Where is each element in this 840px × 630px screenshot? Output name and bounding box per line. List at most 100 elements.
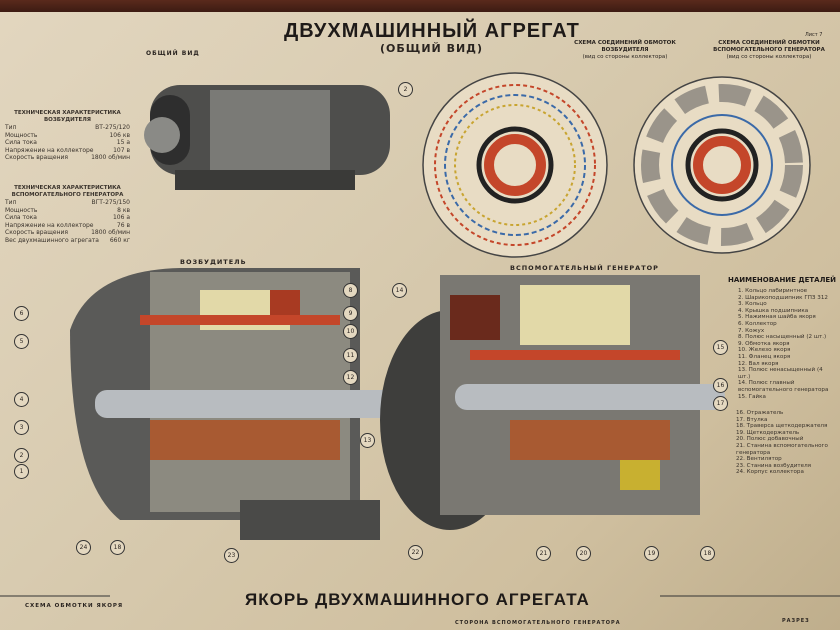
spec-key: Напряжение на коллекторе [5, 221, 94, 229]
parts-list-item: 18. Траверса щеткодержателя [736, 423, 828, 430]
callout-number: 16 [713, 378, 728, 393]
spec-key: Тип [5, 199, 17, 206]
aux-generator-label: ВСПОМОГАТЕЛЬНЫЙ ГЕНЕРАТОР [510, 264, 659, 272]
spec-row: Вес двухмашинного агрегата 660 кг [5, 237, 130, 245]
callout-number: 18 [700, 546, 715, 561]
callout-number: 2 [14, 448, 29, 463]
callout-number: 18 [110, 540, 125, 555]
parts-list-item: 12. Вал якоря [738, 360, 779, 367]
exciter-scheme-title: СХЕМА СОЕДИНЕНИЙ ОБМОТОК ВОЗБУДИТЕЛЯ(вид… [574, 40, 676, 60]
poster-subtitle: (ОБЩИЙ ВИД) [380, 42, 484, 55]
spec-value: 107 в [113, 146, 130, 154]
parts-list-item: 5. Нажимная шайба якоря [738, 314, 816, 321]
poster-frame [0, 0, 840, 13]
callout-number: 13 [360, 433, 375, 448]
callout-number: 22 [408, 545, 423, 560]
spec-row: Тип ВГТ-275/150 [5, 199, 130, 207]
spec-key: Мощность [5, 206, 38, 214]
spec-key: Сила тока [5, 139, 37, 146]
spec-key: Тип [5, 124, 17, 131]
parts-list-item: 16. Отражатель [736, 410, 784, 416]
spec-row: Мощность 8 кв [5, 207, 130, 215]
spec-value: 660 кг [109, 236, 130, 244]
callout-number: 9 [343, 306, 358, 321]
parts-list-item: 21. Станина вспомогательного генератора [736, 442, 828, 456]
spec-value: 106 а [112, 214, 130, 221]
callout-number: 15 [713, 340, 728, 355]
spec-row: Напряжение на коллекторе 107 в [5, 147, 130, 155]
parts-list-item: 8. Полюс насыщенный (2 шт.) [738, 334, 827, 341]
spec-value: 8 кв [117, 206, 130, 214]
generator-scheme-title: СХЕМА СОЕДИНЕНИЙ ОБМОТКИ ВСПОМОГАТЕЛЬНОГ… [713, 40, 825, 60]
callout-number: 11 [343, 348, 358, 363]
spec-key: Напряжение на коллекторе [5, 146, 94, 154]
spec-value: 106 кв [109, 131, 130, 139]
callout-number: 21 [536, 546, 551, 561]
spec-value: 1800 об/мин [91, 229, 130, 236]
generator-winding-scheme [633, 76, 811, 254]
parts-list-item: 7. Кожух [738, 327, 765, 334]
parts-list-item: 2. Шарикоподшипник ГПЗ 312 [738, 294, 828, 301]
callout-number: 8 [343, 283, 358, 298]
spec-value: ВГТ-275/150 [91, 199, 130, 206]
parts-list-title: НАИМЕНОВАНИЕ ДЕТАЛЕЙ [728, 276, 837, 284]
aux-side-label: СТОРОНА ВСПОМОГАТЕЛЬНОГО ГЕНЕРАТОРА [455, 620, 621, 626]
parts-list-item: 24. Корпус коллектора [736, 469, 804, 476]
callout-number: 24 [76, 540, 91, 555]
spec-row: Тип ВТ-275/120 [5, 124, 130, 132]
spec-key: Сила тока [5, 214, 37, 221]
exciter-winding-scheme [422, 72, 608, 258]
spec-key: Вес двухмашинного агрегата [5, 236, 99, 244]
parts-list-item: 11. Фланец якоря [738, 353, 791, 360]
parts-list-item: 6. Коллектор [738, 320, 777, 327]
callout-number: 20 [576, 546, 591, 561]
parts-list-item: 3. Кольцо [738, 301, 767, 308]
poster-title: ДВУХМАШИННЫЙ АГРЕГАТ [284, 20, 580, 42]
parts-list-item: 9. Обмотка якоря [738, 340, 790, 347]
parts-list-item: 23. Станина возбудителя [736, 462, 812, 469]
armature-scheme-label: СХЕМА ОБМОТКИ ЯКОРЯ [25, 603, 124, 609]
parts-list-item: 13. Полюс ненасыщенный (4 шт.) [738, 367, 823, 380]
callout-number: 19 [644, 546, 659, 561]
parts-list-item: 22. Вентилятор [736, 456, 782, 463]
spec-value: ВТ-275/120 [95, 124, 130, 131]
spec-row: Сила тока 106 а [5, 214, 130, 222]
parts-list-item: 4. Крышка подшипника [738, 307, 809, 314]
parts-list-item: 17. Втулка [736, 416, 768, 423]
parts-list-item: 20. Полюс добавочный [736, 436, 804, 443]
parts-list-item: 19. Щеткодержатель [736, 429, 800, 436]
parts-list-item: 10. Железо якоря [738, 347, 791, 354]
parts-list-item: 14. Полюс главный вспомогательного генер… [738, 380, 829, 393]
callout-number: 10 [343, 324, 358, 339]
exciter-cutaway [70, 268, 405, 540]
callout-number: 6 [14, 306, 29, 321]
general-view-label: ОБЩИЙ ВИД [146, 50, 200, 57]
spec-key: Скорость вращения [5, 229, 68, 236]
callout-number: 5 [14, 334, 29, 349]
callout-number: 17 [713, 396, 728, 411]
callout-number: 3 [14, 420, 29, 435]
bottom-title: ЯКОРЬ ДВУХМАШИННОГО АГРЕГАТА [245, 590, 590, 609]
spec-row: Скорость вращения 1800 об/мин [5, 229, 130, 237]
spec-key: Скорость вращения [5, 154, 68, 161]
callout-number: 12 [343, 370, 358, 385]
sheet-label: Лист 7 [805, 32, 823, 38]
spec-row: Напряжение на коллекторе 76 в [5, 222, 130, 230]
generator-specs: ТЕХНИЧЕСКАЯ ХАРАКТЕРИСТИКА ВСПОМОГАТЕЛЬН… [5, 185, 130, 244]
callout-number: 4 [14, 392, 29, 407]
callout-number: 1 [14, 464, 29, 479]
spec-value: 76 в [116, 221, 130, 229]
callout-number: 2 [398, 82, 413, 97]
general-view-machine [144, 85, 390, 190]
section-label: РАЗРЕЗ [782, 618, 810, 624]
callout-number: 14 [392, 283, 407, 298]
exciter-specs: ТЕХНИЧЕСКАЯ ХАРАКТЕРИСТИКА ВОЗБУДИТЕЛЯ Т… [5, 110, 130, 162]
callout-number: 23 [224, 548, 239, 563]
aux-generator-cutaway [380, 275, 725, 530]
